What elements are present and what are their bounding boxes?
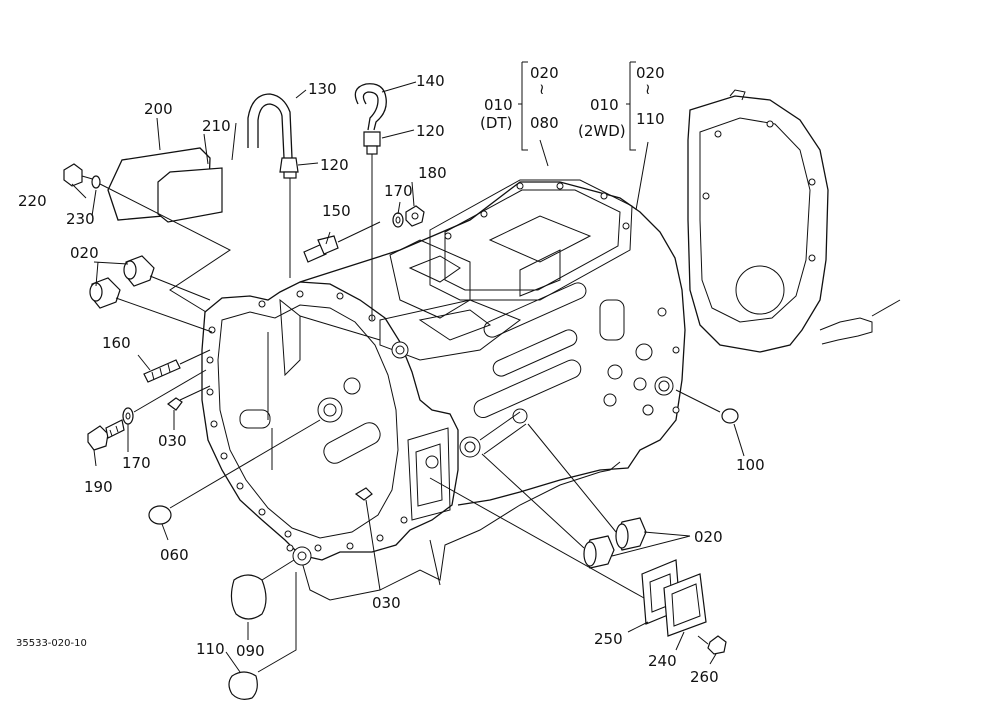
callout-020-right: 020 [694,528,723,546]
part-150-plug [303,221,381,263]
callout-030-left: 030 [158,432,187,450]
callout-labels: 020 ≀ 010 080 (DT) 020 ≀ 010 110 (2WD) 1… [16,64,765,686]
part-110-plug [228,671,258,700]
callout-dt: (DT) [480,114,512,132]
callout-010-2wd: 010 [590,96,619,114]
callout-100: 100 [736,456,765,474]
part-100-plug [675,389,739,424]
part-160-stud [143,349,211,383]
callout-110-2wd: 110 [636,110,665,128]
callout-030-lower: 030 [372,594,401,612]
callout-260: 260 [690,668,719,686]
top-bolt-holes [444,182,630,240]
flange-bolt-holes [206,290,408,552]
rear-cover [687,89,901,353]
callout-200: 200 [144,100,173,118]
part-140-oil-gauge [354,83,387,320]
part-200-cover [107,147,211,221]
callout-190: 190 [84,478,113,496]
callout-2wd: (2WD) [578,122,626,140]
callout-140: 140 [416,72,445,90]
callout-020-left: 020 [70,244,99,262]
part-230-washer [91,175,101,189]
part-260-bolt [697,635,727,655]
leader-lines [71,61,745,673]
callout-tilde-2wd: ≀ [645,80,651,98]
callout-170-upper: 170 [384,182,413,200]
callout-160: 160 [102,334,131,352]
drawing-code: 35533-020-10 [16,638,87,649]
part-170-washer-upper [392,212,404,228]
part-180-nut [405,205,425,227]
part-020-bushing-right [481,423,647,569]
part-060-plug [148,419,321,525]
callout-180: 180 [418,164,447,182]
callout-080: 080 [530,114,559,132]
callout-090: 090 [236,642,265,660]
callout-150: 150 [322,202,351,220]
part-220-bolt [63,163,97,187]
transmission-case [201,179,686,601]
callout-210: 210 [202,117,231,135]
callout-020-dt: 020 [530,64,559,82]
callout-060: 060 [160,546,189,564]
part-090-plug [230,559,295,620]
part-210-gasket [157,167,223,223]
callout-250: 250 [594,630,623,648]
callout-130: 130 [308,80,337,98]
callout-010-dt: 010 [484,96,513,114]
callout-110-lower: 110 [196,640,225,658]
callout-120-lower: 120 [320,156,349,174]
part-030-pin-left [167,385,211,411]
callout-240: 240 [648,652,677,670]
part-190-bolt [87,419,125,451]
callout-230: 230 [66,210,95,228]
callout-220: 220 [18,192,47,210]
part-030-pin-lower [354,487,373,501]
part-240-cover [663,573,707,637]
part-170-washer-lower [122,369,207,425]
callout-020-2wd: 020 [636,64,665,82]
callout-170-lower: 170 [122,454,151,472]
part-130-oil-gauge-pipe [247,93,299,278]
callout-tilde-dt: ≀ [539,80,545,98]
part-020-bushing-left [89,255,213,333]
callout-120-upper: 120 [416,122,445,140]
